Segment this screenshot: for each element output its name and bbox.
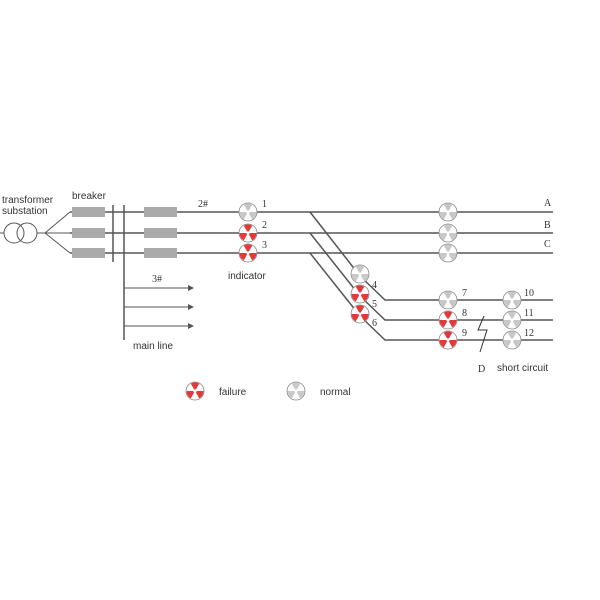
breaker-label: breaker: [72, 191, 107, 202]
label-2hash: 2#: [198, 199, 208, 210]
indicator-7-icon: [438, 290, 458, 310]
label-3hash: 3#: [152, 274, 162, 285]
breaker-1b: [72, 228, 105, 238]
indicator-8-icon: [438, 310, 458, 330]
indicator-number-8: 8: [462, 308, 467, 319]
phase-indicator-c-icon: [438, 243, 458, 263]
indicator-5-icon: [350, 284, 370, 304]
breaker-1a: [72, 207, 105, 217]
indicator-number-6: 6: [372, 318, 377, 329]
short-circuit-label: short circuit: [497, 363, 548, 374]
branch-diagonals: [309, 211, 361, 317]
transformer-label-line1: transformer: [2, 195, 54, 206]
main-line-label: main line: [133, 341, 173, 352]
legend-normal-label: normal: [320, 387, 351, 398]
transformer-label-line2: substation: [2, 206, 48, 217]
indicator-4-icon: [350, 264, 370, 284]
branch-lines: [359, 275, 553, 341]
indicator-layer: [238, 202, 522, 350]
indicator-10-icon: [502, 290, 522, 310]
breaker-2a: [144, 207, 177, 217]
breaker-group-2: [144, 207, 177, 258]
legend: [185, 381, 306, 401]
indicator-number-3: 3: [262, 240, 267, 251]
indicator-1-icon: [238, 202, 258, 222]
indicator-11-icon: [502, 310, 522, 330]
legend-failure-label: failure: [219, 387, 247, 398]
indicator-number-9: 9: [462, 328, 467, 339]
indicator-6-icon: [350, 304, 370, 324]
phase-indicator-b-icon: [438, 223, 458, 243]
phase-label-c: C: [544, 239, 551, 250]
legend-failure-icon: [185, 381, 205, 401]
indicator-number-11: 11: [524, 308, 534, 319]
indicator-12-icon: [502, 330, 522, 350]
fault-point-label: D: [478, 364, 485, 375]
indicator-2-icon: [238, 223, 258, 243]
breaker-group-1: [72, 207, 105, 258]
phase-label-b: B: [544, 220, 551, 231]
transformer-icon: [0, 211, 71, 254]
phase-indicator-layer: [438, 202, 458, 263]
legend-normal-icon: [286, 381, 306, 401]
indicator-number-7: 7: [462, 288, 467, 299]
indicator-label: indicator: [228, 271, 266, 282]
indicator-number-1: 1: [262, 199, 267, 210]
indicator-3-icon: [238, 243, 258, 263]
breaker-2b: [144, 228, 177, 238]
phase-label-a: A: [544, 198, 552, 209]
short-circuit-icon: [477, 315, 488, 353]
phase-indicator-a-icon: [438, 202, 458, 222]
breaker-2c: [144, 248, 177, 258]
indicator-number-12: 12: [524, 328, 534, 339]
indicator-number-2: 2: [262, 220, 267, 231]
indicator-9-icon: [438, 330, 458, 350]
indicator-number-10: 10: [524, 288, 534, 299]
breaker-1c: [72, 248, 105, 258]
indicator-number-4: 4: [372, 280, 377, 291]
indicator-number-5: 5: [372, 299, 377, 310]
feeder-3-arrows: [124, 285, 194, 329]
